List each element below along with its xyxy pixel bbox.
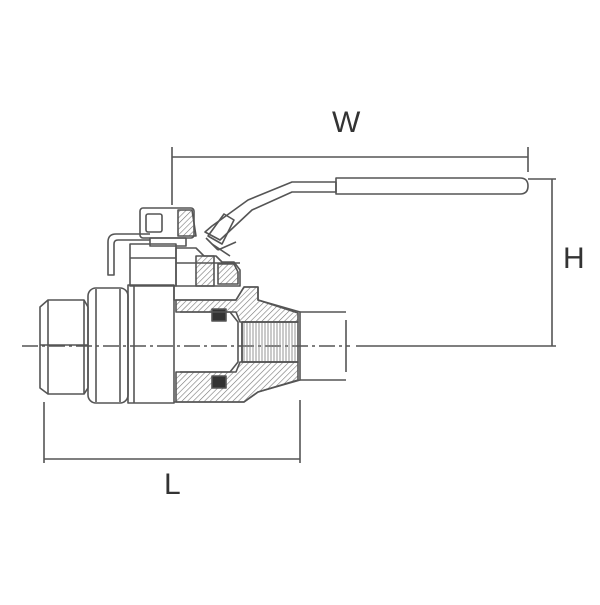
handle-lever [204, 181, 337, 257]
width-label: W [332, 106, 361, 139]
stem-assembly [129, 243, 241, 287]
length-dimension [43, 400, 301, 463]
handle-grip [335, 177, 529, 195]
body-section-top [175, 286, 299, 323]
length-label: L [164, 468, 181, 501]
stem-nut [139, 207, 197, 247]
hex-end-nut [39, 299, 89, 395]
width-dimension [171, 147, 529, 205]
seat-ring-top [211, 308, 227, 322]
lock-bracket [107, 233, 150, 276]
seat-ring-bottom [211, 375, 227, 389]
height-dimension [356, 178, 556, 347]
internal-thread [241, 321, 299, 363]
body-section-bottom [175, 361, 299, 403]
height-label: H [563, 242, 585, 275]
